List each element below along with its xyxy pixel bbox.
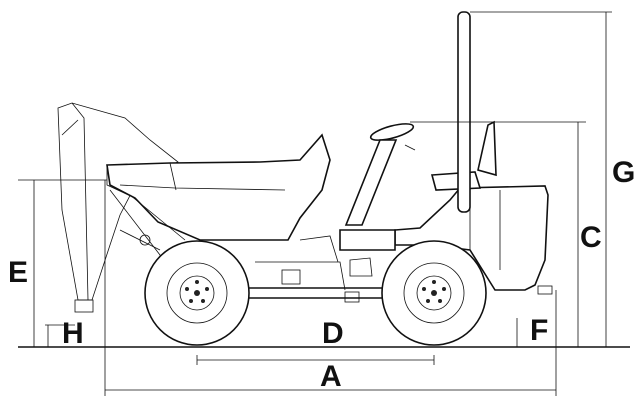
frame-pillar	[339, 229, 396, 277]
label-H: H	[62, 317, 84, 350]
roll-bar	[457, 11, 471, 213]
label-C: C	[580, 221, 602, 254]
chassis	[229, 235, 386, 303]
label-E: E	[8, 256, 28, 289]
label-F: F	[530, 314, 548, 347]
label-A: A	[320, 360, 342, 393]
dimension-lines	[18, 11, 612, 396]
rear-wheel	[381, 240, 487, 346]
front-wheel	[144, 240, 250, 346]
dumper-vehicle	[57, 11, 553, 346]
label-G: G	[612, 156, 635, 189]
steering-column	[344, 123, 416, 226]
label-D: D	[322, 317, 344, 350]
skip-bucket	[106, 133, 331, 241]
